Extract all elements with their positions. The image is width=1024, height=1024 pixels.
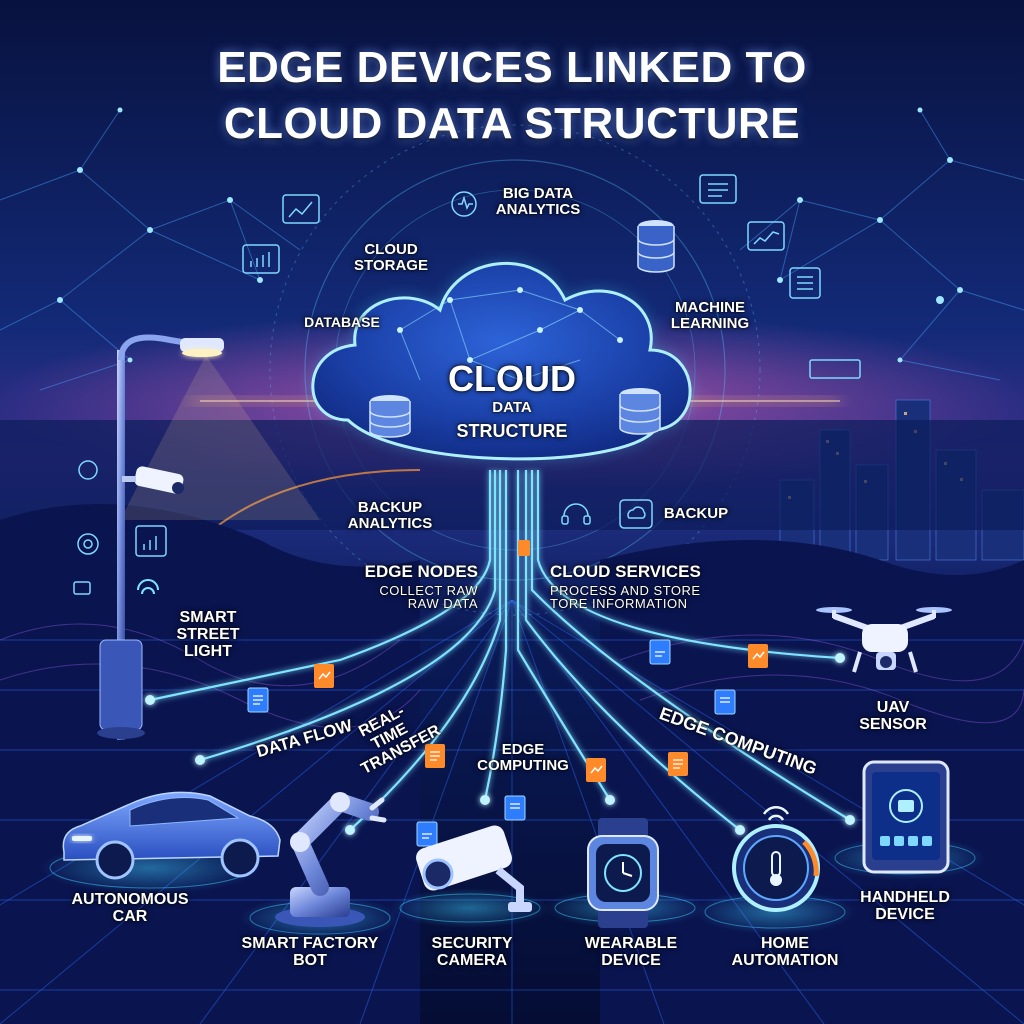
document-icon [314,664,334,688]
network-nodes [57,107,963,363]
label-cloud-storage: CLOUD STORAGE [354,241,428,274]
list-icon [789,267,821,299]
document-icon [748,644,768,668]
camera-icon [73,581,91,595]
chart-icon [135,525,167,557]
analytics-icon [451,191,477,217]
edge-nodes-block: EDGE NODES COLLECT RAW RAW DATA [338,563,478,611]
document-icon [518,540,530,556]
label-machine-learning: MACHINE LEARNING [670,299,750,332]
label-database: DATABASE [304,314,380,330]
title-line-2: CLOUD DATA STRUCTURE [223,99,801,148]
chart-icon [242,244,280,274]
label-big-data-analytics: BIG DATA ANALYTICS [495,185,581,218]
flow-line-home [524,470,741,831]
title-line-1: EDGE DEVICES LINKED TO [217,43,807,92]
cloud-title: CLOUD [412,360,612,398]
database-icon [637,220,675,273]
label-wearable-device: WEARABLE DEVICE [584,935,678,969]
cloud-subtitle-structure: STRUCTURE [456,421,568,441]
document-icon [586,758,606,782]
pulse-icon [78,460,98,480]
document-icon [416,821,438,847]
flow-endpoints [145,653,855,835]
flow-line-camera [483,470,508,801]
label-smart-street-light: SMART STREET LIGHT [176,609,240,660]
cloud-services-block: CLOUD SERVICES PROCESS AND STORE TORE IN… [550,563,730,611]
label-handheld-device: HANDHELD DEVICE [860,889,950,923]
cctv-icon [122,466,184,494]
headset-icon [561,503,591,525]
robot-arm-icon [275,792,387,927]
document-icon [668,752,688,776]
wave-mesh [0,623,1024,729]
cloud-services-desc: PROCESS AND STORE TORE INFORMATION [550,582,701,612]
label-backup: BACKUP [663,505,729,522]
label-security-camera: SECURITY CAMERA [431,935,513,969]
chart-icon [747,221,785,251]
document-icon [714,689,736,715]
wifi-icon [137,579,159,595]
flow-line-car [199,470,497,762]
document-icon [425,744,445,768]
streetlight-icon [97,334,320,740]
document-icon [504,795,526,821]
target-icon [77,533,99,555]
document-icons [247,540,768,847]
label-home-automation: HOME AUTOMATION [731,935,839,969]
edge-nodes-title: EDGE NODES [364,562,478,581]
edge-nodes-desc: COLLECT RAW RAW DATA [379,582,478,612]
thermostat-icon [732,805,820,912]
flow-line-handheld [530,470,851,821]
binary-readout-icon [809,359,861,379]
label-autonomous-car: AUTONOMOUS CAR [71,891,189,925]
document-icon [247,687,269,713]
chart-icon [282,194,320,224]
document-icon [649,639,671,665]
flow-line-street-light [149,470,492,702]
data-flow-lines [149,470,851,831]
page-title: EDGE DEVICES LINKED TO CLOUD DATA STRUCT… [0,40,1024,152]
hud-icons [73,174,861,595]
wifi-icon [762,805,790,821]
drone-icon [816,607,952,673]
label-backup-analytics: BACKUP ANALYTICS [347,499,433,532]
database-icon [619,388,661,435]
label-smart-factory-bot: SMART FACTORY BOT [241,935,379,969]
label-uav-sensor: UAV SENSOR [859,699,927,733]
tablet-icon [862,760,950,874]
database-icon [369,395,411,438]
label-edge-computing-center: EDGE COMPUTING [477,741,569,774]
list-icon [699,174,737,204]
cloud-backup-icon [619,499,653,529]
camera-icon [416,825,532,912]
cloud-title-line-1: CLOUD [448,358,576,399]
car-icon [62,791,281,880]
cloud-services-title: CLOUD SERVICES [550,562,701,581]
smartwatch-icon [587,818,659,928]
cloud-subtitle-data: DATA [492,399,532,416]
